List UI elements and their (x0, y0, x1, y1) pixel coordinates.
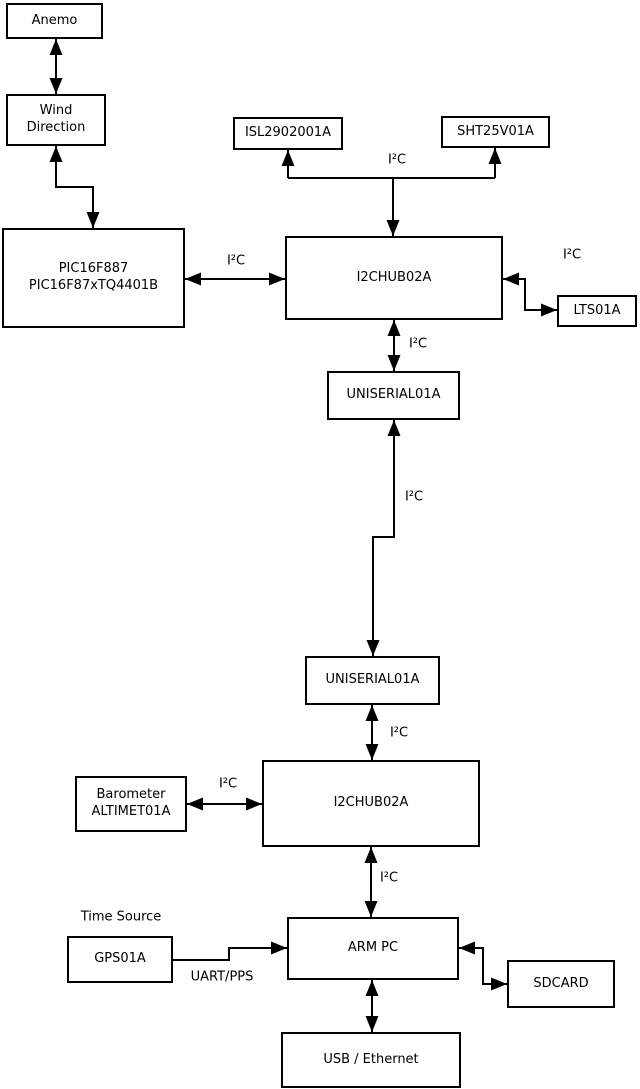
box-i2chub-top: I2CHUB02A (285, 236, 503, 320)
edge-label-uart-pps: UART/PPS (190, 969, 254, 985)
box-gps-label: GPS01A (94, 951, 146, 967)
box-lts: LTS01A (557, 295, 637, 327)
box-sht-label: SHT25V01A (457, 123, 534, 139)
box-uniserial-top: UNISERIAL01A (327, 371, 460, 420)
box-wind-direction-line1: Wind (39, 103, 73, 119)
box-uniserial-top-label: UNISERIAL01A (346, 387, 441, 403)
box-usb-ethernet-label: USB / Ethernet (323, 1051, 419, 1067)
edge-label-i2c-sensors: I²C (387, 152, 407, 168)
box-arm-pc-label: ARM PC (347, 940, 399, 956)
edge-gps-armpc (173, 941, 287, 961)
box-sdcard-label: SDCARD (533, 975, 589, 991)
box-arm-pc: ARM PC (287, 917, 459, 980)
edge-hub-lts (503, 272, 557, 317)
edge-label-i2c-hub2-armpc: I²C (379, 870, 399, 886)
box-isl: ISL2902001A (233, 117, 343, 150)
edge-wind-pic (49, 146, 100, 228)
box-uniserial-bottom-label: UNISERIAL01A (325, 672, 420, 688)
box-i2chub-top-label: I2CHUB02A (356, 269, 432, 285)
box-sdcard: SDCARD (507, 960, 615, 1008)
box-uniserial-bottom: UNISERIAL01A (305, 656, 440, 705)
edge-label-i2c-uniserial-hub2: I²C (389, 725, 409, 741)
box-lts-label: LTS01A (573, 302, 621, 318)
edge-armpc-sdcard (459, 941, 507, 991)
box-anemo: Anemo (6, 3, 103, 39)
edge-label-i2c-pic-hub: I²C (226, 253, 246, 269)
edge-uniserial-uniserial (366, 420, 401, 656)
box-barometer-line1: Barometer (96, 787, 166, 803)
box-barometer: Barometer ALTIMET01A (75, 776, 187, 832)
box-i2chub-bottom-label: I2CHUB02A (333, 795, 409, 811)
box-usb-ethernet: USB / Ethernet (281, 1032, 461, 1088)
edge-label-i2c-barometer: I²C (218, 776, 238, 792)
box-sht: SHT25V01A (441, 116, 550, 148)
box-pic-line2: PIC16F87xTQ4401B (28, 278, 159, 293)
box-barometer-line2: ALTIMET01A (91, 804, 171, 819)
box-isl-label: ISL2902001A (244, 125, 332, 141)
annotation-time-source: Time Source (80, 909, 162, 925)
box-wind-direction: Wind Direction (6, 94, 106, 146)
edge-label-i2c-hub-uniserial: I²C (408, 336, 428, 352)
box-wind-direction-line2: Direction (26, 120, 86, 135)
box-pic-line1: PIC16F887 (58, 261, 129, 277)
box-gps: GPS01A (67, 936, 173, 983)
edge-label-i2c-uniserial-link: I²C (404, 489, 424, 505)
box-pic: PIC16F887 PIC16F87xTQ4401B (2, 228, 185, 328)
box-anemo-label: Anemo (31, 12, 78, 28)
box-i2chub-bottom: I2CHUB02A (262, 760, 480, 847)
edge-label-i2c-lts: I²C (562, 247, 582, 263)
